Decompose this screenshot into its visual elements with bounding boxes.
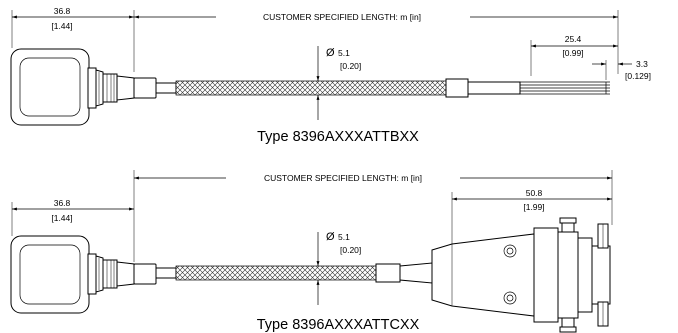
bottom-diameter-in: [0.20] <box>340 245 361 255</box>
bottom-type-caption: Type 8396AXXXATTCXX <box>257 317 420 333</box>
top-braided-cable <box>175 80 447 96</box>
bottom-connector-nut <box>87 253 97 295</box>
top-type-caption: Type 8396AXXXATTBXX <box>257 129 419 145</box>
bottom-housing-width-in: [1.44] <box>51 213 72 223</box>
top-diameter-symbol: Ø <box>326 47 335 59</box>
top-strain-relief <box>116 75 135 101</box>
bottom-connector-length-in: [1.99] <box>523 202 544 212</box>
top-connector-nut <box>87 67 97 109</box>
top-cable-sleeve <box>445 78 469 98</box>
top-assembly: 36.8 [1.44] CUSTOMER SPECIFIED LENGTH: m… <box>10 6 651 145</box>
top-diameter-in: [0.20] <box>340 61 361 71</box>
bottom-strain-relief <box>116 261 135 287</box>
bottom-length-label: CUSTOMER SPECIFIED LENGTH: m [in] <box>264 173 422 183</box>
bottom-connector-length-mm: 50.8 <box>526 188 543 198</box>
bottom-dsub-connector <box>431 217 611 333</box>
bottom-assembly: 36.8 [1.44] CUSTOMER SPECIFIED LENGTH: m… <box>10 170 613 333</box>
top-housing-width-in: [1.44] <box>51 21 72 31</box>
top-lead-length-mm: 25.4 <box>565 34 582 44</box>
bottom-diameter-mm: 5.1 <box>338 232 350 242</box>
top-lead-length-in: [0.99] <box>562 48 583 58</box>
bottom-housing-width-mm: 36.8 <box>54 198 71 208</box>
top-length-label: CUSTOMER SPECIFIED LENGTH: m [in] <box>263 12 421 22</box>
bottom-diameter-symbol: Ø <box>326 231 335 243</box>
top-housing-width-mm: 36.8 <box>54 6 71 16</box>
top-flying-leads <box>520 81 610 95</box>
top-strip-length-mm: 3.3 <box>636 59 648 69</box>
top-diameter-mm: 5.1 <box>338 48 350 58</box>
top-strip-length-in: [0.129] <box>625 71 651 81</box>
bottom-braided-cable <box>175 265 377 281</box>
